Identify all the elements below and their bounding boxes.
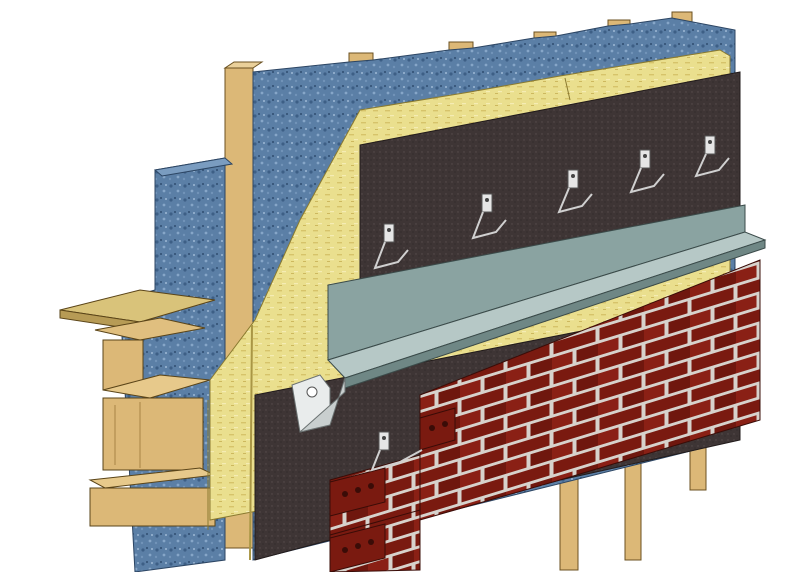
floor-assembly — [59, 289, 217, 527]
wire-wall-ties — [370, 135, 730, 472]
brick-end-units — [329, 407, 456, 572]
wall-tie — [373, 223, 409, 270]
brick-end — [329, 467, 386, 517]
wall-tie — [370, 431, 423, 472]
wall-tie — [471, 193, 507, 240]
steel-shelf-angle — [291, 204, 767, 433]
stud-bottom — [559, 409, 707, 571]
brick-end — [329, 523, 386, 572]
wall-tie — [557, 169, 593, 214]
wall-tie — [629, 149, 665, 194]
wall-tie — [694, 135, 730, 178]
brick-end — [419, 407, 456, 451]
